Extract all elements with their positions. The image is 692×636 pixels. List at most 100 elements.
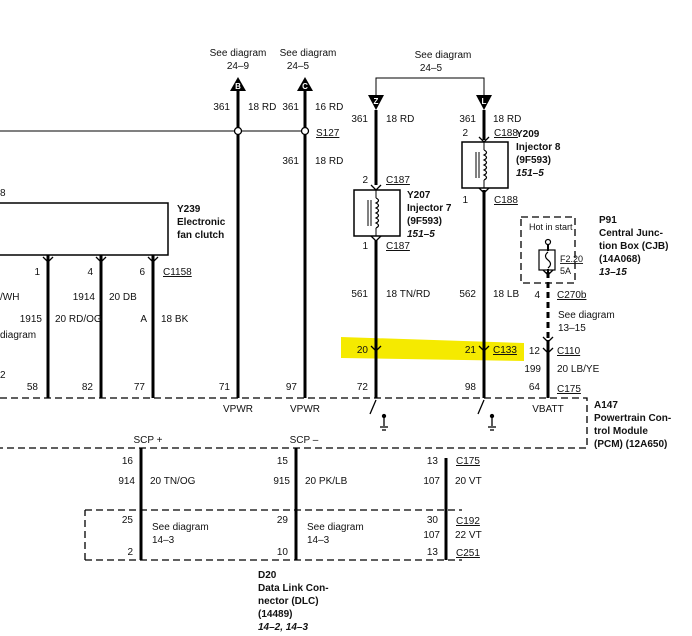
component-name: Central Junc- xyxy=(599,228,663,239)
wire-spec: 18 RD xyxy=(386,114,414,125)
component-id: Y209 xyxy=(516,129,540,140)
wire-circuit: A xyxy=(140,314,147,325)
ref-arrow-z[interactable]: Z xyxy=(368,95,384,110)
see-diagram-label: See diagram xyxy=(307,522,364,533)
core-icon xyxy=(367,200,372,226)
wire-circuit: 1914 xyxy=(73,292,96,303)
component-name: (PCM) (12A650) xyxy=(594,439,667,450)
wire-spec: 18 TN/RD xyxy=(386,289,430,300)
pin-number: 16 xyxy=(122,456,134,467)
arrow-letter: B xyxy=(235,82,241,91)
wire-circuit: 1915 xyxy=(20,314,43,325)
wire-spec: 20 PK/LB xyxy=(305,476,348,487)
connector-label: C187 xyxy=(386,175,410,186)
see-diagram-zl: See diagram xyxy=(415,50,472,61)
connector-label: C251 xyxy=(456,548,480,559)
pin-number: 4 xyxy=(534,290,540,301)
pin-number: 13 xyxy=(427,547,439,558)
component-id: P91 xyxy=(599,215,617,226)
component-part: (14A068) xyxy=(599,254,641,265)
wire-circuit: 199 xyxy=(524,364,541,375)
wire-circuit: 361 xyxy=(351,114,368,125)
wire-spec: 16 RD xyxy=(315,102,343,113)
component-name: tion Box (CJB) xyxy=(599,241,668,252)
wire-dlc-lower[interactable] xyxy=(139,510,448,560)
component-name: Powertrain Con- xyxy=(594,413,671,424)
signal-vbatt: VBATT xyxy=(532,404,563,415)
fuse-terminal-icon xyxy=(544,238,552,246)
fan-clutch-box[interactable] xyxy=(0,202,169,256)
arrow-letter: Z xyxy=(374,97,379,106)
signal-scp-minus: SCP – xyxy=(290,435,319,446)
component-ref: 151–5 xyxy=(407,229,435,240)
component-id: Y239 xyxy=(177,204,201,215)
pin-number: 2 xyxy=(462,128,468,139)
pin-number: 71 xyxy=(219,382,231,393)
see-diagram-c-ref: 24–5 xyxy=(287,61,310,72)
pin-number: 6 xyxy=(139,267,145,278)
pin-number: 64 xyxy=(529,382,541,393)
ref-arrow-b[interactable]: B xyxy=(230,77,246,91)
wire-circuit: 107 xyxy=(423,476,440,487)
ref-arrow-l[interactable]: L xyxy=(476,95,492,110)
cjb-box[interactable] xyxy=(520,216,576,284)
hot-in-start-label: Hot in start xyxy=(529,222,573,232)
see-diagram-label: See diagram xyxy=(152,522,209,533)
fuse-rating: 5A xyxy=(560,266,571,276)
pin-number: 12 xyxy=(529,346,541,357)
component-part: (9F593) xyxy=(516,155,551,166)
splice-label: S127 xyxy=(316,128,340,139)
pin-number: 15 xyxy=(277,456,289,467)
see-diagram-b: See diagram xyxy=(210,48,267,59)
wire-circuit: 914 xyxy=(118,476,135,487)
see-diagram-ref: 14–3 xyxy=(152,535,175,546)
pin-number: 97 xyxy=(286,382,298,393)
pin-number: 82 xyxy=(82,382,94,393)
splice-dot-2 xyxy=(300,126,310,136)
connector-label: C133 xyxy=(493,345,517,356)
wire-circuit: 361 xyxy=(459,114,476,125)
pin-number: 1 xyxy=(34,267,40,278)
wire-spec: 20 VT xyxy=(455,476,482,487)
pin-number: 10 xyxy=(277,547,289,558)
connector-label: C188 xyxy=(494,128,518,139)
pcm-box[interactable] xyxy=(0,397,588,449)
see-diagram-fragment: diagram xyxy=(0,330,36,341)
see-diagram-label: See diagram xyxy=(558,310,615,321)
pin-number: 20 xyxy=(357,345,369,356)
see-diagram-c: See diagram xyxy=(280,48,337,59)
coil-icon xyxy=(374,197,380,229)
see-diagram-b-ref: 24–9 xyxy=(227,61,250,72)
connector-label: C175 xyxy=(557,384,581,395)
component-ref: 14–2, 14–3 xyxy=(258,622,308,633)
wire-circuit: 361 xyxy=(282,156,299,167)
pin-number: 30 xyxy=(427,515,439,526)
wire-spec: 18 BK xyxy=(161,314,189,325)
connector-label: C270b xyxy=(557,290,587,301)
switch-icon-72 xyxy=(369,399,388,431)
pin-number: 77 xyxy=(134,382,146,393)
wire-circuit: 561 xyxy=(351,289,368,300)
pin-number: 98 xyxy=(465,382,477,393)
component-part: (9F593) xyxy=(407,216,442,227)
signal-scp-plus: SCP + xyxy=(134,435,163,446)
component-name: Injector 8 xyxy=(516,142,561,153)
pin-number: 72 xyxy=(357,382,369,393)
component-name: trol Module xyxy=(594,426,648,437)
component-ref: 13–15 xyxy=(599,267,627,278)
signal-vpwr: VPWR xyxy=(223,404,253,415)
pin-number: 25 xyxy=(122,515,134,526)
text-fragment: 2 xyxy=(0,370,6,381)
connector-label: C192 xyxy=(456,516,480,527)
ref-arrow-c[interactable]: C xyxy=(297,77,313,91)
fuse-id: F2.20 xyxy=(560,254,583,264)
connector-label: C187 xyxy=(386,241,410,252)
component-name: nector (DLC) xyxy=(258,596,319,607)
connector-label: C175 xyxy=(456,456,480,467)
wire-circuit: 361 xyxy=(213,102,230,113)
see-diagram-zl-ref: 24–5 xyxy=(420,63,443,74)
bracket-zl xyxy=(375,77,485,95)
component-ref: 151–5 xyxy=(516,168,544,179)
component-id: D20 xyxy=(258,570,277,581)
